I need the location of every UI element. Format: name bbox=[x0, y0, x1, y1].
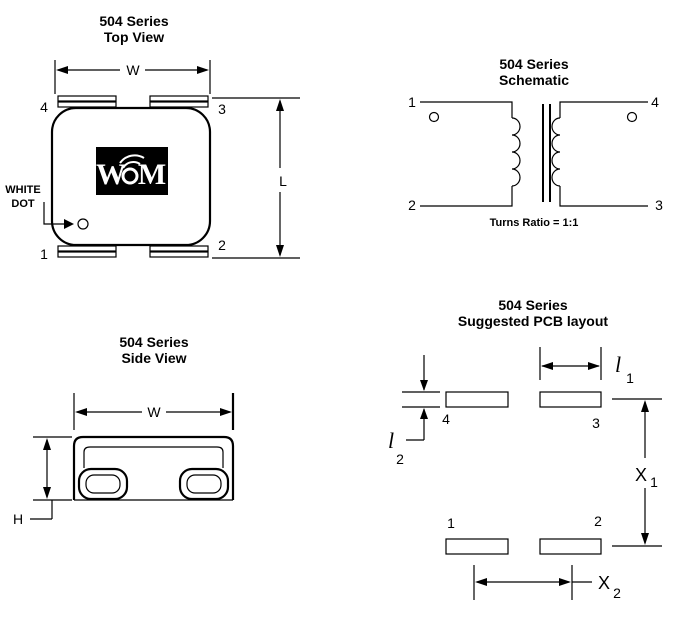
l2-dim-label: l bbox=[388, 428, 394, 453]
l2-arrow-top bbox=[420, 380, 428, 391]
l1-arrow-right bbox=[588, 362, 600, 370]
side-view: 504 Series Side View W H bbox=[13, 334, 235, 527]
primary-lead-bottom bbox=[420, 186, 513, 207]
terminal-3-strip-a bbox=[149, 95, 209, 102]
top-pin-1: 1 bbox=[40, 246, 48, 262]
pcb-subtitle: Suggested PCB layout bbox=[458, 313, 608, 329]
pad-2 bbox=[539, 538, 602, 555]
white-dot-label-line1: WHITE bbox=[5, 184, 40, 196]
secondary-coil bbox=[551, 117, 561, 187]
terminal-1-strip-b bbox=[57, 251, 117, 258]
top-pin-3: 3 bbox=[218, 101, 226, 117]
w-dim-label: W bbox=[126, 62, 140, 78]
top-pin-4: 4 bbox=[40, 99, 48, 115]
l-arrow-top bbox=[276, 99, 284, 111]
h-arrow-top bbox=[43, 438, 51, 450]
x1-arrow-top bbox=[641, 400, 649, 412]
white-dot-label-line2: DOT bbox=[11, 198, 35, 210]
terminal-3-strip-b bbox=[149, 101, 209, 108]
pcb-pin-4: 4 bbox=[442, 411, 450, 427]
secondary-lead-bottom bbox=[559, 186, 648, 207]
l-arrow-bottom bbox=[276, 245, 284, 257]
l-dim-label: L bbox=[279, 173, 287, 189]
primary-coil bbox=[511, 117, 521, 187]
l1-dim-label: l bbox=[615, 352, 621, 377]
component-body bbox=[50, 106, 212, 247]
l1-arrow-left bbox=[541, 362, 553, 370]
pad-4 bbox=[445, 391, 509, 408]
schematic-title: 504 Series bbox=[499, 56, 568, 72]
h-arrow-bottom bbox=[43, 487, 51, 499]
h-dim-label: H bbox=[13, 511, 23, 527]
side-body-outline bbox=[72, 435, 235, 500]
logo-ring bbox=[121, 167, 139, 185]
white-dot-leader bbox=[43, 202, 68, 225]
side-view-subtitle: Side View bbox=[121, 350, 186, 366]
terminal-2-strip-a bbox=[149, 245, 209, 252]
terminal-4-strip-b bbox=[57, 101, 117, 108]
schematic-pin-3: 3 bbox=[655, 197, 663, 213]
schematic-pin-1: 1 bbox=[408, 94, 416, 110]
side-terminal-left-inner bbox=[85, 474, 121, 494]
schematic: 504 Series Schematic 1 2 3 4 Turns Ratio… bbox=[408, 56, 663, 229]
logo-letter-left: W bbox=[96, 158, 126, 191]
l2-dim-subscript: 2 bbox=[396, 451, 404, 467]
side-terminal-right-outer bbox=[178, 467, 230, 501]
white-dot-marker bbox=[77, 218, 89, 230]
top-view-title: 504 Series bbox=[99, 13, 168, 29]
w-arrow-left bbox=[56, 66, 68, 74]
side-w-arrow-right bbox=[220, 408, 232, 416]
side-view-title: 504 Series bbox=[119, 334, 188, 350]
pcb-pin-3: 3 bbox=[592, 415, 600, 431]
w-arrow-right bbox=[197, 66, 209, 74]
schematic-pin-4: 4 bbox=[651, 94, 659, 110]
x2-dim-label: X bbox=[598, 573, 610, 593]
logo-wave-1 bbox=[122, 161, 141, 169]
primary-lead-top bbox=[420, 101, 513, 118]
white-dot-arrow bbox=[64, 219, 74, 229]
logo-wave-2 bbox=[119, 154, 145, 164]
pcb-layout: 504 Series Suggested PCB layout 4 3 1 2 … bbox=[388, 297, 662, 601]
x1-dim-label: X bbox=[635, 465, 647, 485]
top-view-subtitle: Top View bbox=[104, 29, 164, 45]
logo-letter-right: M bbox=[138, 158, 166, 191]
schematic-pin-2: 2 bbox=[408, 197, 416, 213]
l1-dim-subscript: 1 bbox=[626, 370, 634, 386]
terminal-2-strip-b bbox=[149, 251, 209, 258]
terminal-1-strip-a bbox=[57, 245, 117, 252]
side-terminal-right-inner bbox=[186, 474, 222, 494]
side-body-inner bbox=[83, 446, 224, 468]
side-w-dim-label: W bbox=[147, 404, 161, 420]
secondary-lead-top bbox=[559, 101, 648, 118]
x1-arrow-bottom bbox=[641, 533, 649, 545]
schematic-subtitle: Schematic bbox=[499, 72, 569, 88]
side-w-arrow-left bbox=[75, 408, 87, 416]
pcb-title: 504 Series bbox=[498, 297, 567, 313]
pcb-pin-1: 1 bbox=[447, 515, 455, 531]
top-view: 504 Series Top View W W M WHITE DOT bbox=[5, 13, 300, 262]
primary-polarity-dot bbox=[428, 111, 440, 123]
x2-dim-subscript: 2 bbox=[613, 585, 621, 601]
x2-arrow-right bbox=[559, 578, 571, 586]
secondary-polarity-dot bbox=[626, 111, 638, 123]
pcb-pin-2: 2 bbox=[594, 513, 602, 529]
top-pin-2: 2 bbox=[218, 237, 226, 253]
l2-arrow-bottom bbox=[420, 408, 428, 419]
x2-arrow-left bbox=[475, 578, 487, 586]
x1-dim-subscript: 1 bbox=[650, 474, 658, 490]
side-terminal-left-outer bbox=[77, 467, 129, 501]
turns-ratio-label: Turns Ratio = 1:1 bbox=[490, 217, 579, 229]
pad-1 bbox=[445, 538, 509, 555]
pad-3 bbox=[539, 391, 602, 408]
terminal-4-strip-a bbox=[57, 95, 117, 102]
